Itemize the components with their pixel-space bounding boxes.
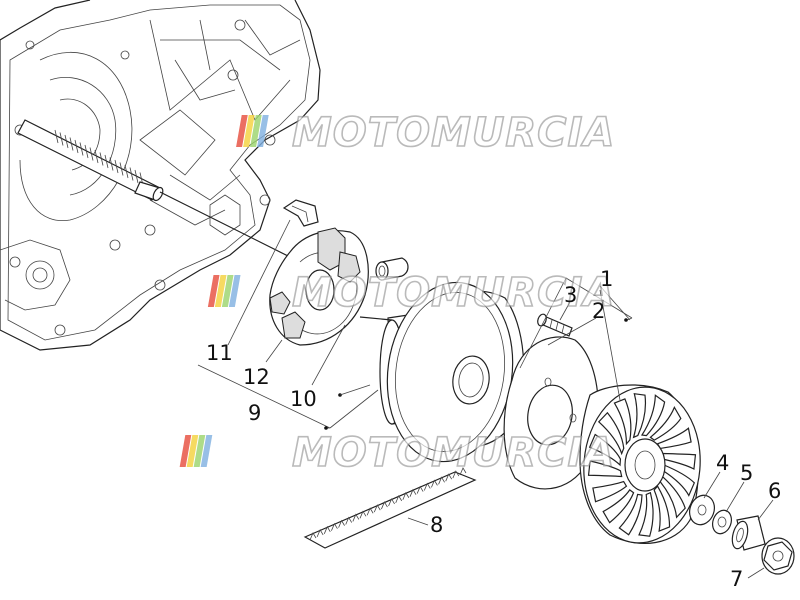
part-8-drive-belt bbox=[303, 467, 477, 549]
part-4-washer bbox=[689, 494, 715, 526]
callout-10: 10 bbox=[290, 387, 317, 411]
part-10-bushing bbox=[375, 257, 409, 281]
part-11-retaining-clip bbox=[282, 199, 319, 227]
engine-crankcase bbox=[0, 0, 321, 351]
splined-drive-shaft bbox=[17, 119, 301, 263]
callout-labels: 1 2 3 4 5 6 7 8 9 10 11 12 bbox=[206, 267, 781, 591]
callout-7: 7 bbox=[730, 567, 743, 591]
part-12-ramp-plate bbox=[269, 227, 369, 346]
callout-4: 4 bbox=[716, 451, 729, 475]
watermark-3: MOTOMURCIA bbox=[179, 429, 615, 477]
callout-6: 6 bbox=[768, 479, 781, 503]
callout-8: 8 bbox=[430, 513, 443, 537]
part-9-moveable-pulley-half bbox=[359, 281, 525, 463]
part-5-washer bbox=[711, 509, 733, 535]
callout-11: 11 bbox=[206, 341, 233, 365]
watermark-layer: MOTOMURCIA MOTOMURCIA MOTOMURCIA bbox=[179, 109, 615, 477]
callout-5: 5 bbox=[740, 461, 753, 485]
watermark-text: MOTOMURCIA bbox=[292, 270, 615, 316]
callout-2: 2 bbox=[592, 299, 605, 323]
part-7-flange-nut bbox=[761, 537, 795, 575]
watermark-text: MOTOMURCIA bbox=[292, 110, 615, 156]
part-6-spacer bbox=[731, 515, 766, 551]
callout-9: 9 bbox=[248, 401, 261, 425]
part-3-bolt bbox=[537, 313, 573, 337]
callout-12: 12 bbox=[243, 365, 270, 389]
callout-1: 1 bbox=[600, 267, 613, 291]
watermark-1: MOTOMURCIA bbox=[236, 109, 615, 157]
watermark-text: MOTOMURCIA bbox=[292, 430, 615, 476]
leader-lines bbox=[197, 219, 774, 579]
watermark-2: MOTOMURCIA bbox=[207, 269, 615, 317]
part-1-fan-pulley bbox=[579, 384, 701, 544]
part-2-fixed-pulley-plate bbox=[503, 336, 599, 490]
callout-3: 3 bbox=[564, 283, 577, 307]
